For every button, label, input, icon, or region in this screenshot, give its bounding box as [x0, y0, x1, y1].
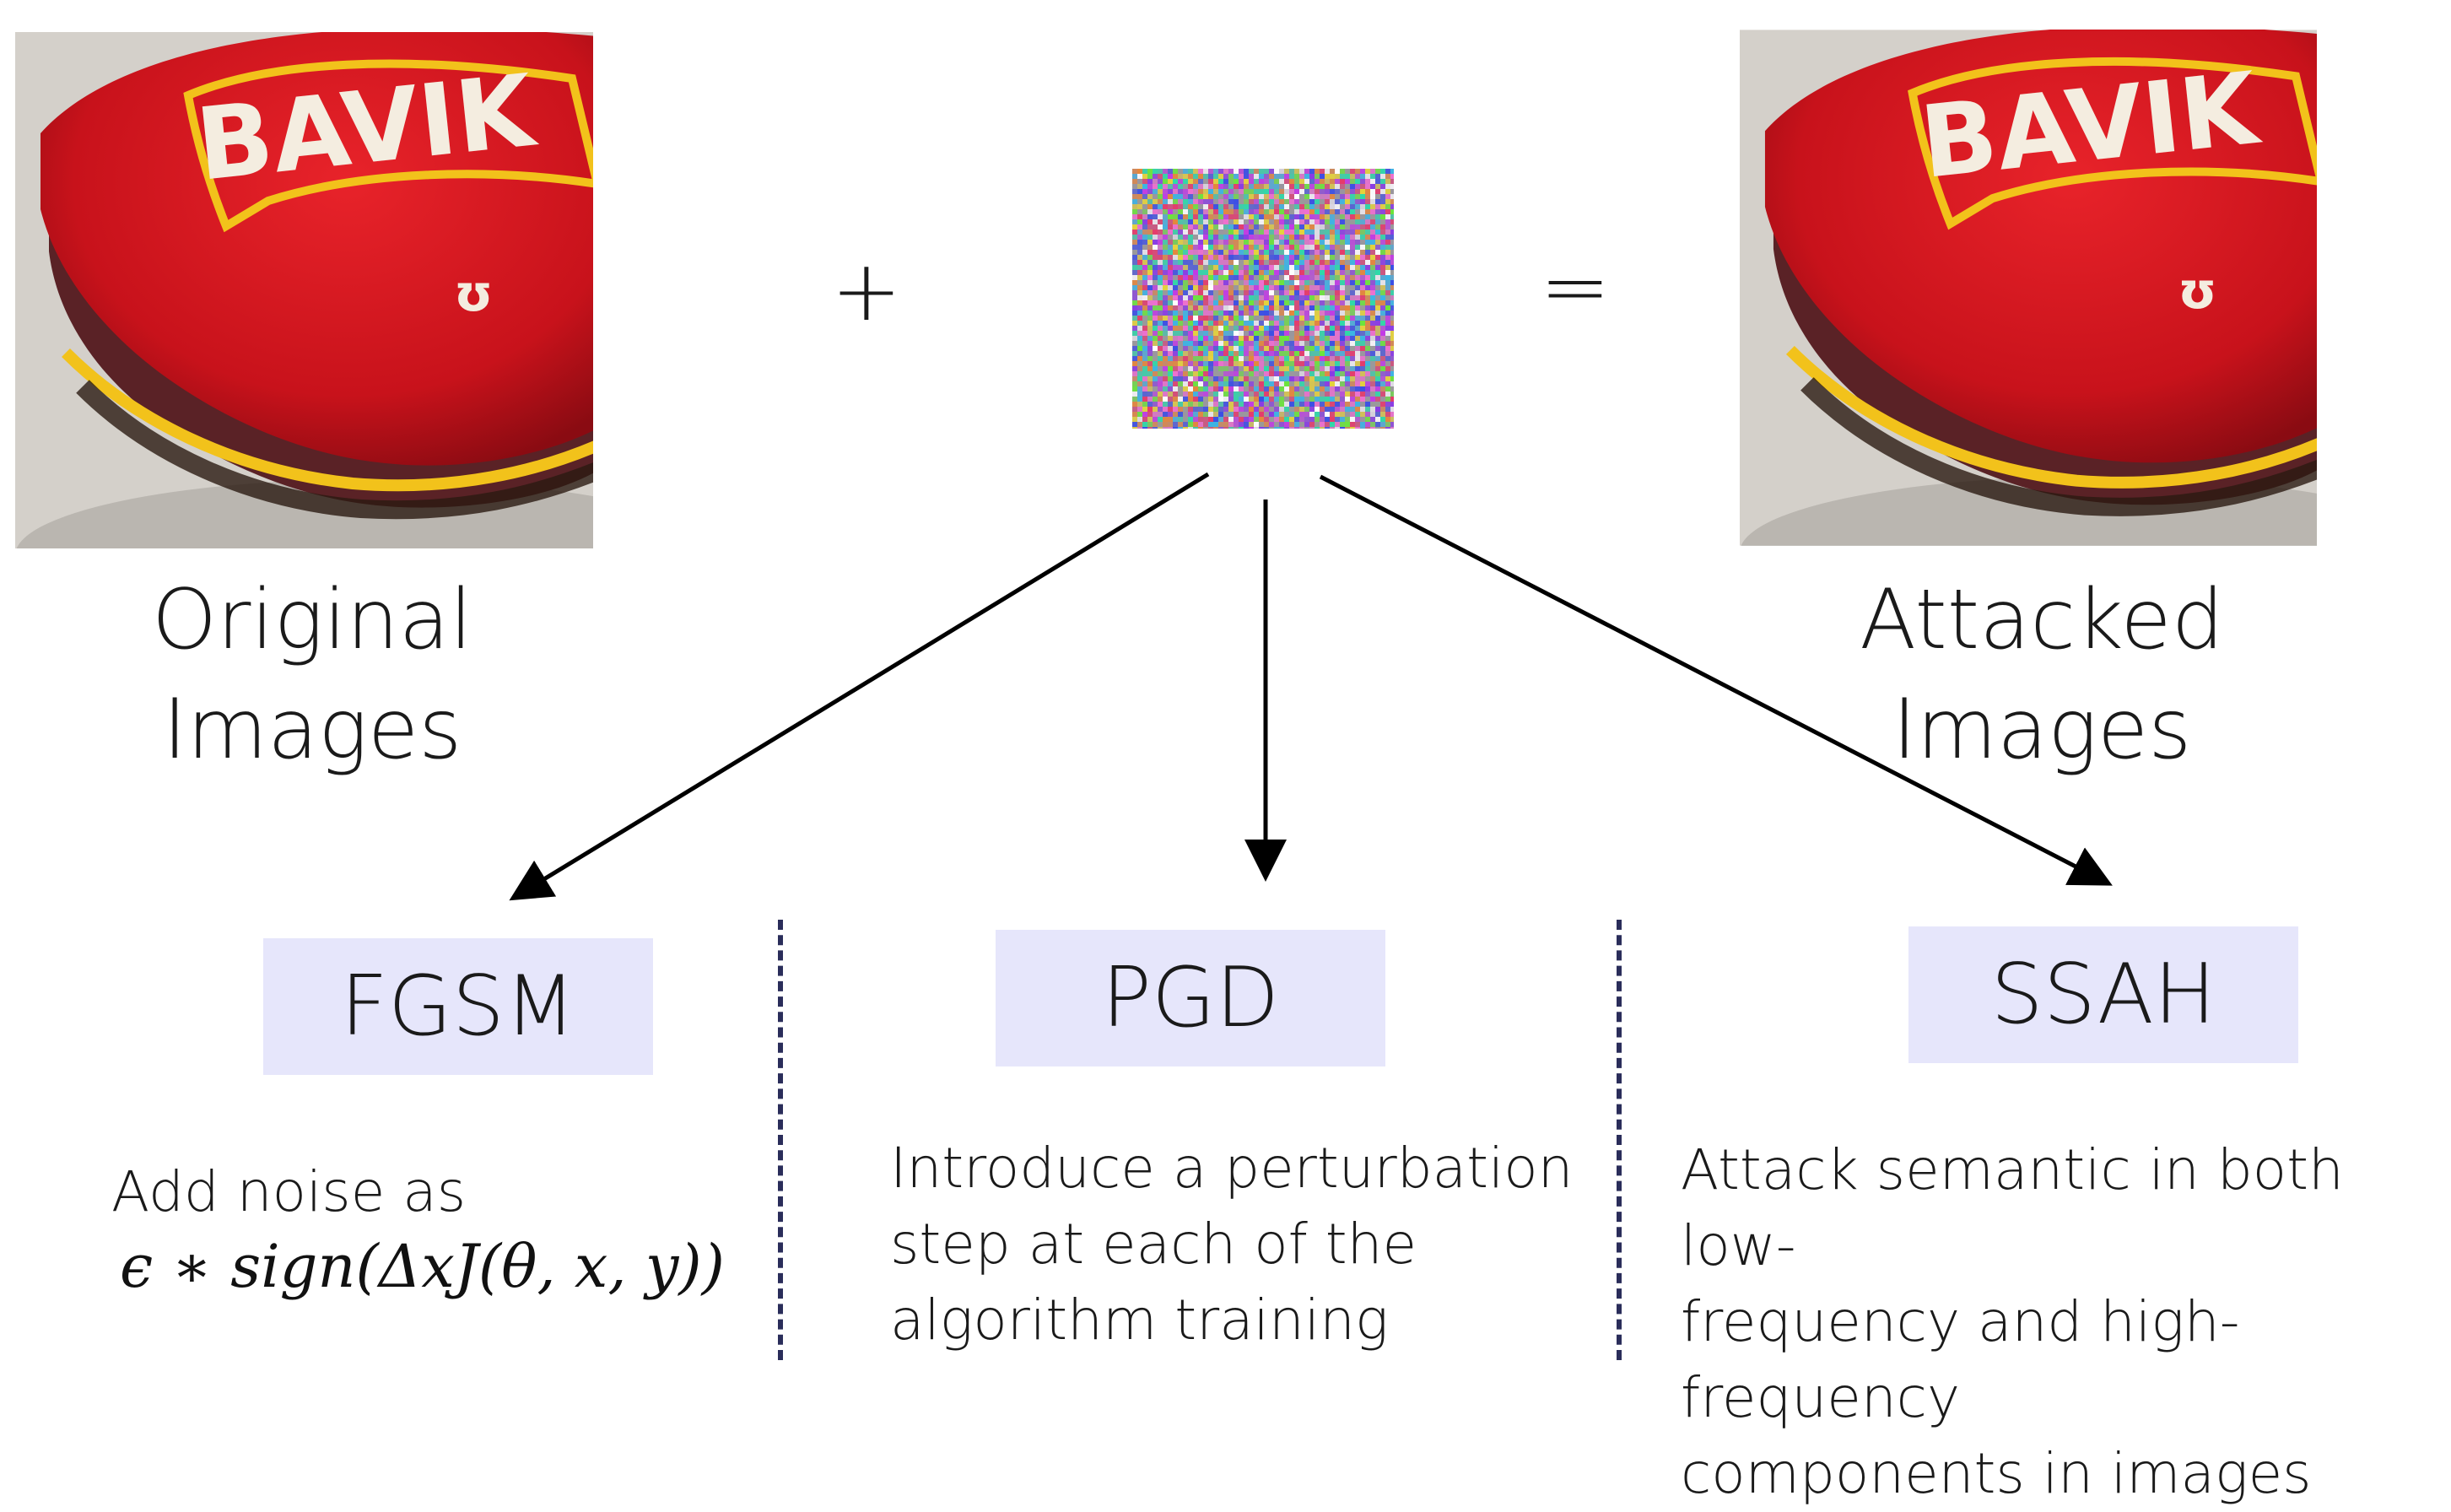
arrow-to-fgsm [509, 472, 1210, 901]
attacked-image: BAVIK ʊ [1740, 30, 2317, 546]
random-noise-patch-icon [1132, 169, 1394, 429]
arrow-to-ssah [1319, 474, 2113, 886]
fgsm-formula: ϵ ∗ sign(ΔxJ(θ, x, y)) [120, 1232, 725, 1301]
plus-operator: + [831, 241, 902, 340]
original-image: BAVIK ʊ [15, 32, 593, 548]
ssah-description-line: frequency and high-frequency [1681, 1289, 2240, 1430]
bottle-cap-photo-icon: BAVIK ʊ [1740, 30, 2317, 546]
ssah-label: SSAH [1990, 947, 2216, 1043]
original-caption-line1: Original [151, 572, 473, 668]
arrows-layer [509, 472, 2113, 901]
fgsm-description: Add noise as [111, 1154, 753, 1230]
pgd-label: PGD [1101, 950, 1280, 1046]
divider-left [778, 920, 783, 1360]
pgd-description-line: Introduce a perturbation [890, 1136, 1574, 1201]
noise-image [1132, 169, 1394, 429]
original-caption-line2: Images [162, 682, 462, 778]
divider-right [1617, 920, 1622, 1360]
pgd-description: Introduce a perturbation step at each of… [890, 1131, 1599, 1358]
pgd-box: PGD [996, 930, 1385, 1066]
ssah-description: Attack semantic in both low- frequency a… [1681, 1132, 2444, 1512]
ssah-description-line: components in images [1681, 1441, 2312, 1506]
ssah-description-line: Attack semantic in both low- [1681, 1137, 2344, 1278]
attacked-caption-line2: Images [1892, 682, 2192, 778]
fgsm-label: FGSM [340, 958, 576, 1055]
svg-text:ʊ: ʊ [454, 264, 493, 323]
pgd-description-line: algorithm training [890, 1288, 1389, 1353]
attacked-caption-line1: Attacked [1860, 572, 2224, 668]
bottle-cap-photo-icon: BAVIK ʊ [15, 32, 593, 548]
fgsm-box: FGSM [263, 938, 653, 1075]
pgd-description-line: step at each of the [890, 1212, 1417, 1277]
svg-text:ʊ: ʊ [2178, 262, 2216, 321]
equals-operator: = [1540, 237, 1611, 336]
attacked-caption: Attacked Images [1806, 565, 2278, 785]
original-caption: Original Images [76, 565, 548, 785]
fgsm-description-line: Add noise as [111, 1159, 467, 1224]
ssah-box: SSAH [1908, 926, 2298, 1063]
